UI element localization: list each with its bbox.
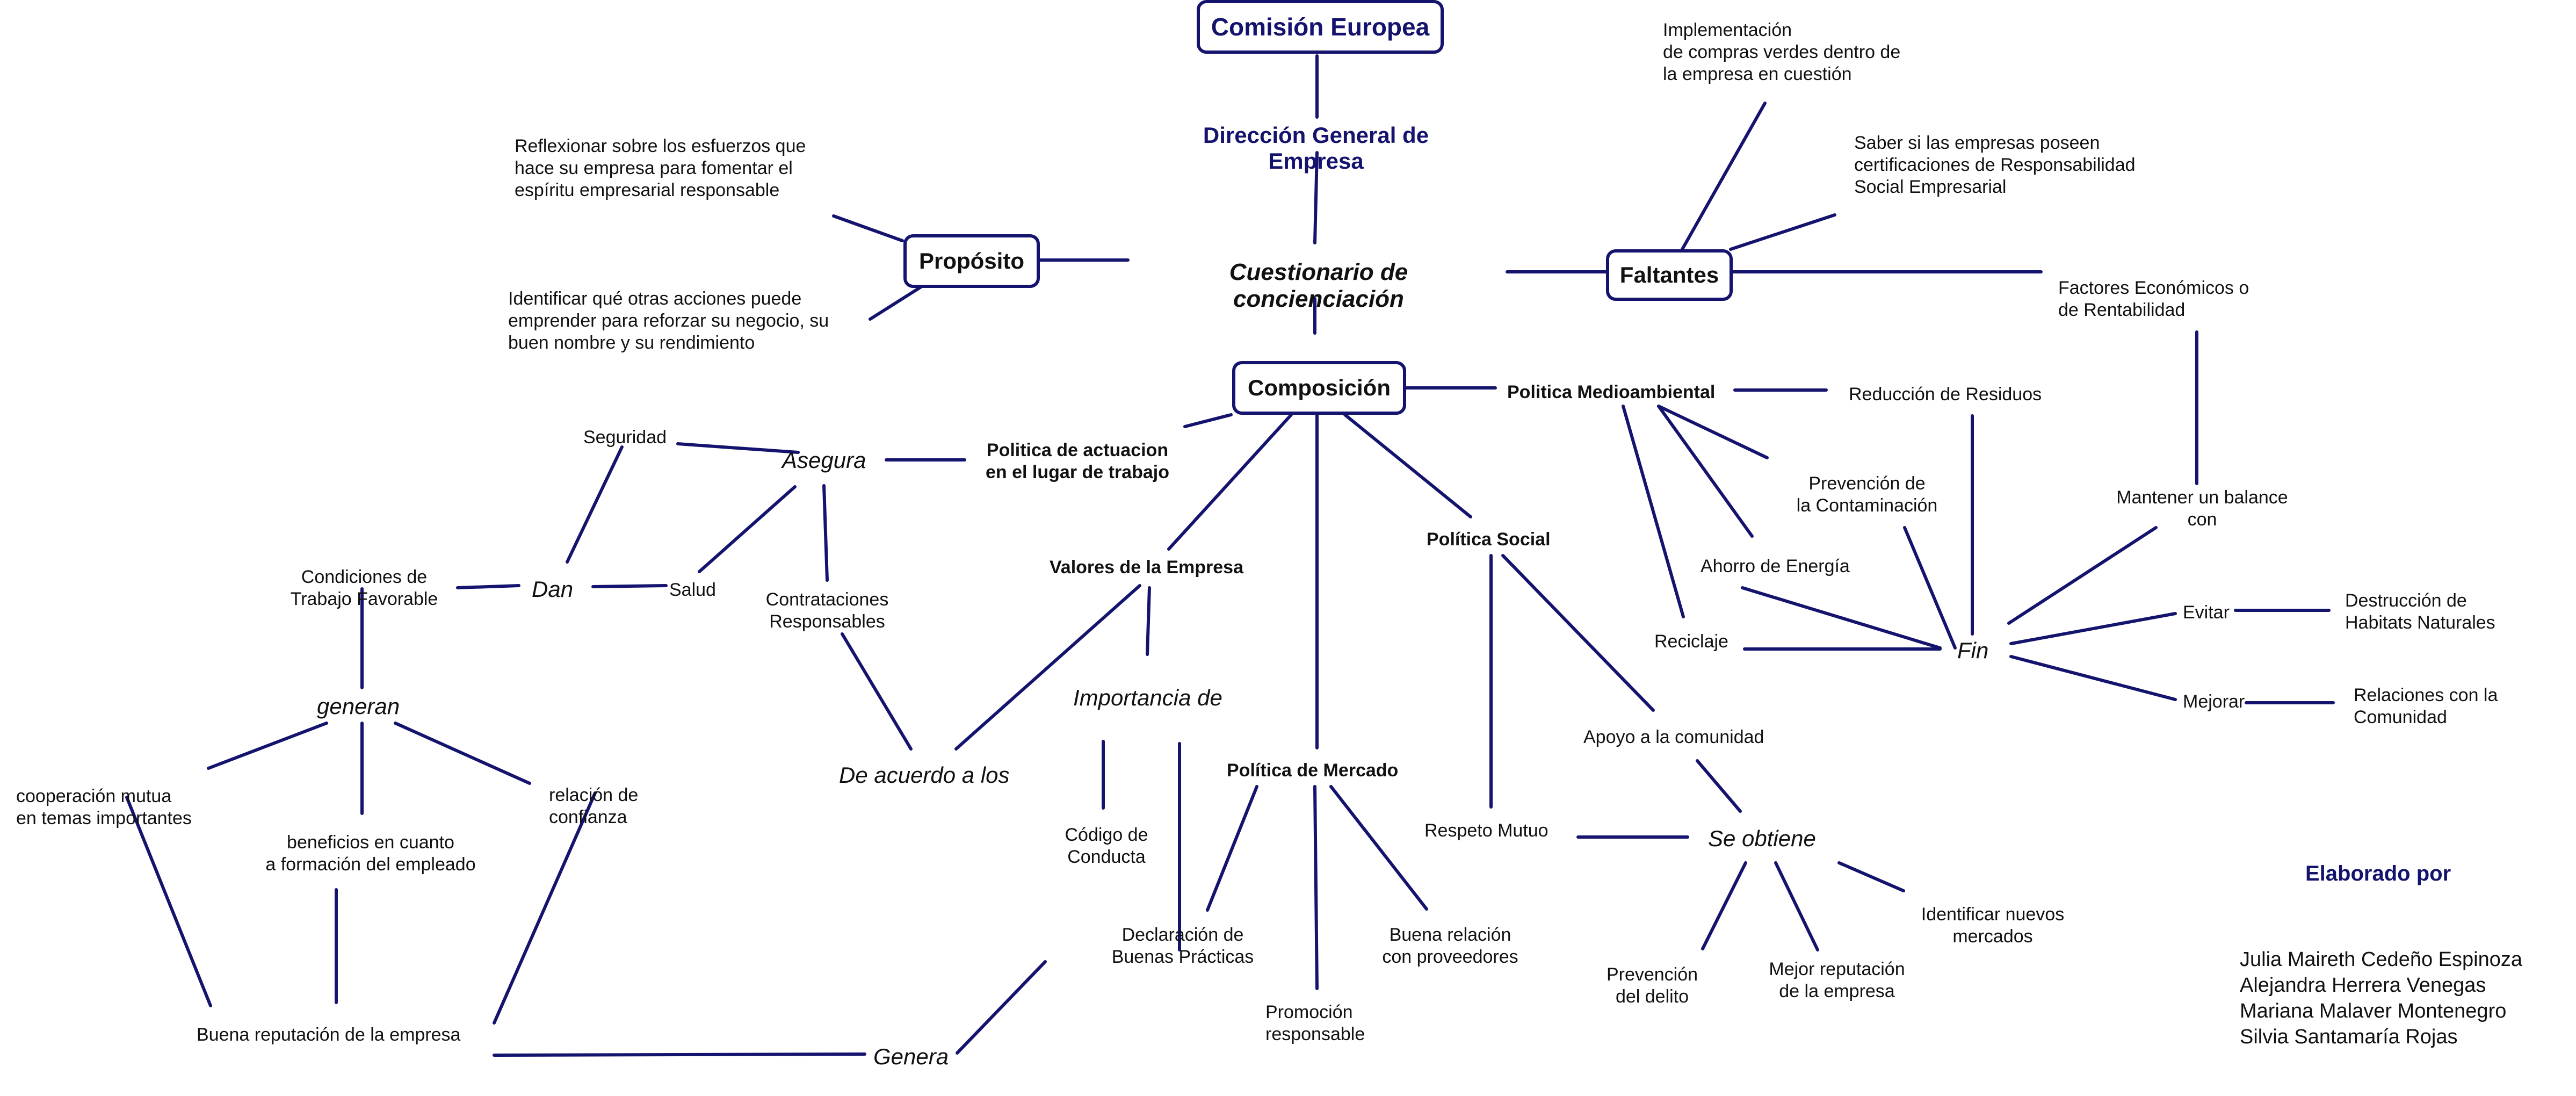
node-politica-social: Política Social bbox=[1427, 529, 1551, 550]
node-importancia: Importancia de bbox=[1073, 685, 1222, 710]
connector-line bbox=[1741, 586, 1942, 650]
node-genera: Genera bbox=[873, 1044, 949, 1069]
connector-line bbox=[832, 214, 904, 242]
node-apoyo-comunidad: Apoyo a la comunidad bbox=[1583, 727, 1764, 747]
connector-line bbox=[1313, 785, 1319, 990]
node-valores-empresa: Valores de la Empresa bbox=[1050, 557, 1243, 578]
connector-line bbox=[456, 584, 520, 589]
node-evitar: Evitar bbox=[2183, 602, 2230, 623]
connector-line bbox=[1696, 759, 1742, 813]
node-mejorar: Mejorar bbox=[2183, 691, 2245, 712]
credits-heading: Elaborado por bbox=[2305, 862, 2451, 885]
node-seguridad: Seguridad bbox=[583, 427, 667, 448]
node-se-obtiene: Se obtiene bbox=[1708, 826, 1816, 851]
node-reflexionar: Reflexionar sobre los esfuerzos que hace… bbox=[515, 136, 806, 200]
credit-name: Alejandra Herrera Venegas bbox=[2240, 974, 2486, 997]
connector-line bbox=[2009, 612, 2177, 645]
node-ahorro-energia: Ahorro de Energía bbox=[1701, 556, 1850, 576]
connector-line bbox=[1501, 554, 1655, 712]
connector-line bbox=[591, 584, 668, 588]
connector-line bbox=[841, 632, 913, 751]
node-buena-reputacion: Buena reputación de la empresa bbox=[197, 1025, 461, 1045]
connector-line bbox=[1774, 861, 1819, 951]
node-politica-actuacion: Politica de actuacion en el lugar de tra… bbox=[986, 440, 1169, 482]
connector-line bbox=[1657, 405, 1769, 459]
node-asegura: Asegura bbox=[782, 448, 866, 473]
node-promocion: Promoción responsable bbox=[1265, 1002, 1365, 1044]
node-direccion-general: Dirección General de Empresa bbox=[1203, 122, 1429, 174]
node-politica-medioambiental: Politica Medioambiental bbox=[1507, 382, 1716, 402]
credit-name: Silvia Santamaría Rojas bbox=[2240, 1026, 2458, 1048]
node-mejor-reputacion: Mejor reputación de la empresa bbox=[1769, 959, 1905, 1001]
connector-line bbox=[698, 485, 797, 573]
connector-line bbox=[1167, 413, 1293, 551]
node-comision-europea: Comisión Europea bbox=[1197, 0, 1444, 54]
connector-line bbox=[207, 722, 328, 770]
connector-line bbox=[493, 791, 597, 1025]
node-identificar-mercados: Identificar nuevos mercados bbox=[1921, 904, 2065, 947]
connector-line bbox=[1313, 151, 1319, 244]
node-respeto-mutuo: Respeto Mutuo bbox=[1424, 820, 1549, 841]
node-reciclaje: Reciclaje bbox=[1654, 631, 1728, 652]
node-saber-certificaciones: Saber si las empresas poseen certificaci… bbox=[1854, 133, 2136, 197]
connector-line bbox=[1183, 413, 1233, 428]
connector-line bbox=[394, 722, 531, 785]
node-beneficios: beneficios en cuanto a formación del emp… bbox=[265, 832, 476, 875]
connector-line bbox=[1343, 413, 1472, 518]
node-cuestionario: Cuestionario de concienciación bbox=[1229, 259, 1408, 312]
credit-name: Mariana Malaver Montenegro bbox=[2240, 1000, 2507, 1022]
node-prevencion-contaminacion: Prevención de la Contaminación bbox=[1796, 473, 1938, 516]
node-cooperacion: cooperación mutua en temas importantes bbox=[16, 786, 192, 828]
node-contrataciones: Contrataciones Responsables bbox=[765, 589, 889, 632]
connector-line bbox=[1329, 785, 1428, 911]
connector-line bbox=[125, 796, 212, 1007]
connector-line bbox=[1657, 405, 1754, 538]
node-destruccion-habitats: Destrucción de Habitats Naturales bbox=[2345, 590, 2495, 633]
node-identificar-acciones: Identificar qué otras acciones puede emp… bbox=[508, 289, 829, 353]
connector-line bbox=[822, 484, 829, 582]
credit-name: Julia Maireth Cedeño Espinoza bbox=[2240, 948, 2522, 971]
connector-line bbox=[2009, 655, 2177, 701]
node-buena-relacion-proveedores: Buena relación con proveedores bbox=[1382, 925, 1518, 967]
connector-line bbox=[493, 1052, 866, 1057]
connector-line bbox=[1681, 102, 1767, 251]
connector-line bbox=[1903, 526, 1957, 650]
connector-line bbox=[1622, 405, 1685, 618]
node-reduccion-residuos: Reducción de Residuos bbox=[1849, 384, 2042, 405]
node-factores-economicos: Factores Económicos o de Rentabilidad bbox=[2058, 278, 2249, 320]
connector-line bbox=[1206, 785, 1258, 912]
node-fin: Fin bbox=[1957, 638, 1989, 663]
node-relacion-confianza: relación de confianza bbox=[549, 785, 639, 827]
node-de-acuerdo: De acuerdo a los bbox=[839, 762, 1010, 788]
node-declaracion: Declaración de Buenas Prácticas bbox=[1111, 925, 1254, 967]
connector-line bbox=[869, 284, 924, 321]
node-proposito: Propósito bbox=[903, 234, 1040, 288]
connector-line bbox=[1701, 861, 1747, 950]
node-generan: generan bbox=[317, 694, 400, 719]
node-politica-mercado: Política de Mercado bbox=[1227, 760, 1399, 781]
node-faltantes: Faltantes bbox=[1606, 249, 1733, 301]
node-relaciones-comunidad: Relaciones con la Comunidad bbox=[2354, 685, 2498, 727]
node-prevencion-delito: Prevención del delito bbox=[1606, 964, 1698, 1007]
connector-line bbox=[1729, 213, 1836, 251]
connector-line bbox=[2007, 526, 2158, 625]
node-composicion: Composición bbox=[1232, 361, 1406, 415]
node-salud: Salud bbox=[669, 580, 716, 600]
credits-names: Julia Maireth Cedeño Espinoza Alejandra … bbox=[2240, 947, 2573, 1050]
node-implementacion: Implementación de compras verdes dentro … bbox=[1663, 20, 1901, 84]
node-codigo-conducta: Código de Conducta bbox=[1065, 825, 1148, 867]
connector-line bbox=[1146, 586, 1151, 656]
connector-line bbox=[1837, 861, 1905, 892]
connector-line bbox=[676, 442, 800, 454]
connector-line bbox=[954, 584, 1141, 751]
connector-line bbox=[956, 960, 1047, 1055]
node-condiciones-trabajo: Condiciones de Trabajo Favorable bbox=[290, 567, 438, 609]
node-dan: Dan bbox=[532, 576, 574, 602]
node-mantener-balance: Mantener un balance con bbox=[2116, 487, 2288, 530]
connector-line bbox=[566, 445, 624, 564]
